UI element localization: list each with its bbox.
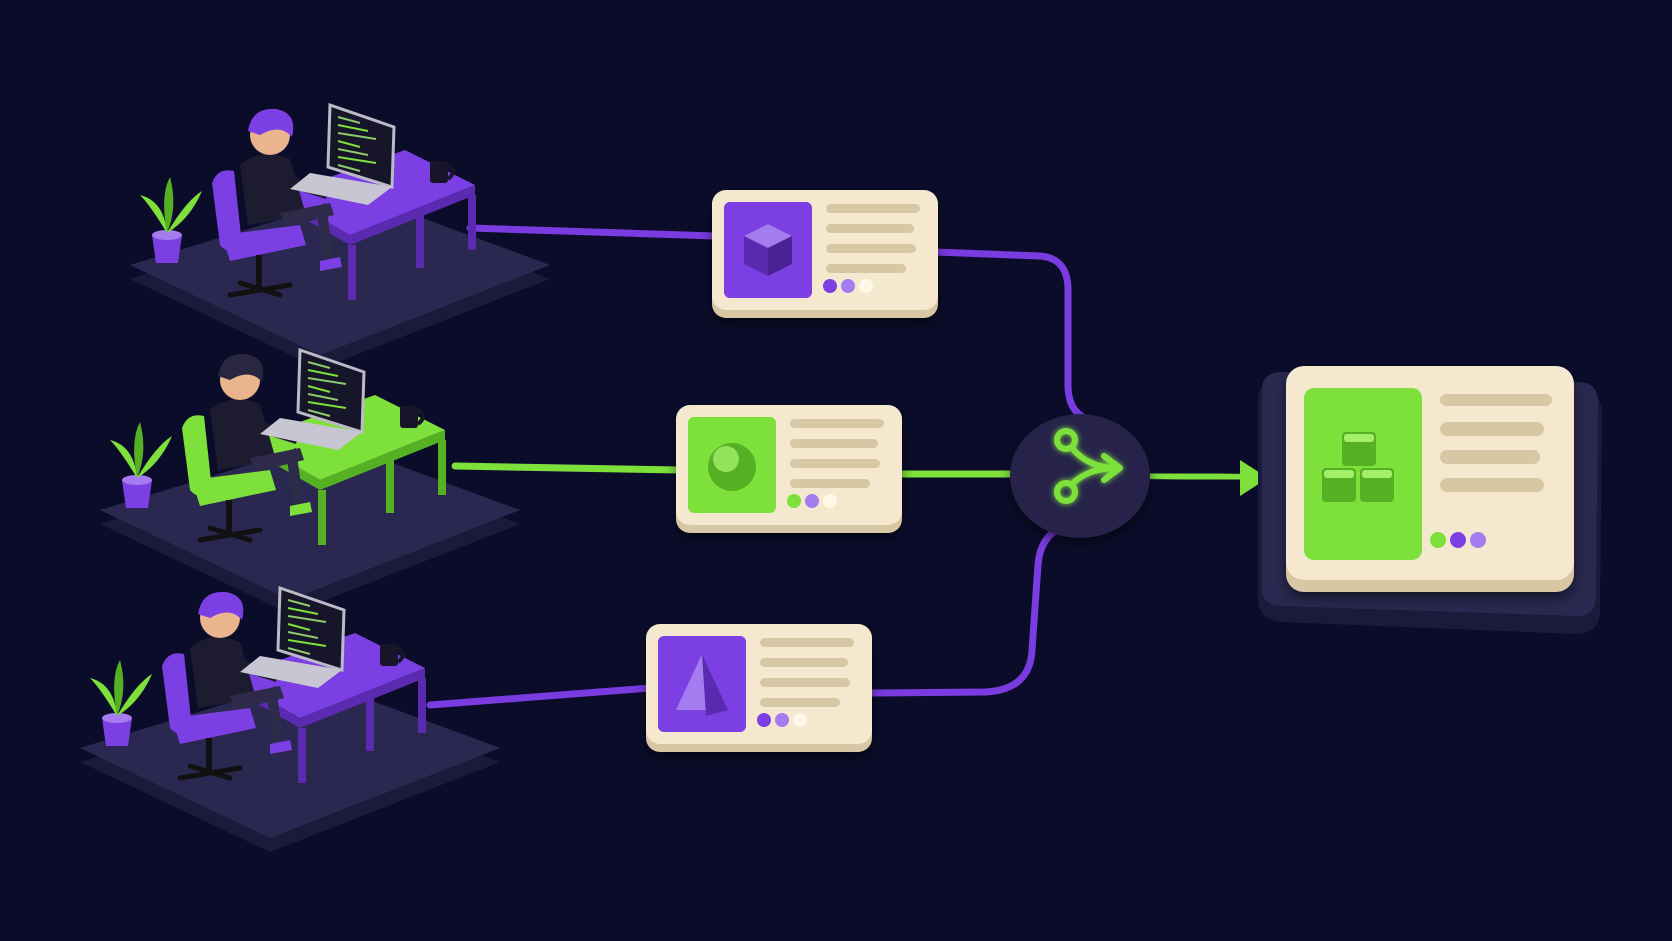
connector-dev2-card2 [451,462,684,474]
git-merge-icon [1054,428,1123,504]
coffee-mug-icon [430,161,455,183]
stacked-cubes-icon [1322,432,1394,502]
connector-lines [426,224,1268,709]
laptop-icon [290,102,396,205]
laptop-icon [260,347,366,450]
developer-icon [190,591,292,754]
merge-hub [1010,414,1150,538]
card-status-dots [823,279,873,293]
developer-workstations [80,102,550,852]
card-status-dots [787,494,837,508]
card-text-lines [790,419,884,488]
result-text-lines [1440,394,1552,492]
connector-hub-result [1144,471,1254,482]
arrow-head-icon [1240,460,1268,496]
branch-card-2 [676,405,902,533]
plant-icon [110,422,172,508]
sphere-icon [708,443,756,491]
coffee-mug-icon [400,406,425,428]
office-chair [182,415,276,543]
office-chair [212,170,306,298]
branch-card-1 [712,190,938,318]
plant-icon [90,660,152,746]
coffee-mug-icon [380,644,405,666]
result-status-dots [1430,532,1486,548]
branch-card-3 [646,624,872,752]
connector-card1-hub [931,248,1089,422]
cube-icon [744,224,792,276]
pyramid-icon [676,654,728,716]
merged-result-card [1258,366,1602,634]
workstation-2 [100,347,520,614]
developer-icon [240,108,342,271]
office-chair [162,653,256,781]
connector-dev1-card1 [466,224,719,240]
connector-dev3-card3 [426,684,654,709]
branch-cards [646,190,938,752]
plant-icon [140,177,202,263]
card-status-dots [757,713,807,727]
card-text-lines [760,638,854,707]
card-text-lines [826,204,920,273]
workstation-1 [130,102,550,369]
connector-card3-hub [866,524,1064,697]
laptop-icon [240,585,346,688]
workstation-3 [80,585,500,852]
